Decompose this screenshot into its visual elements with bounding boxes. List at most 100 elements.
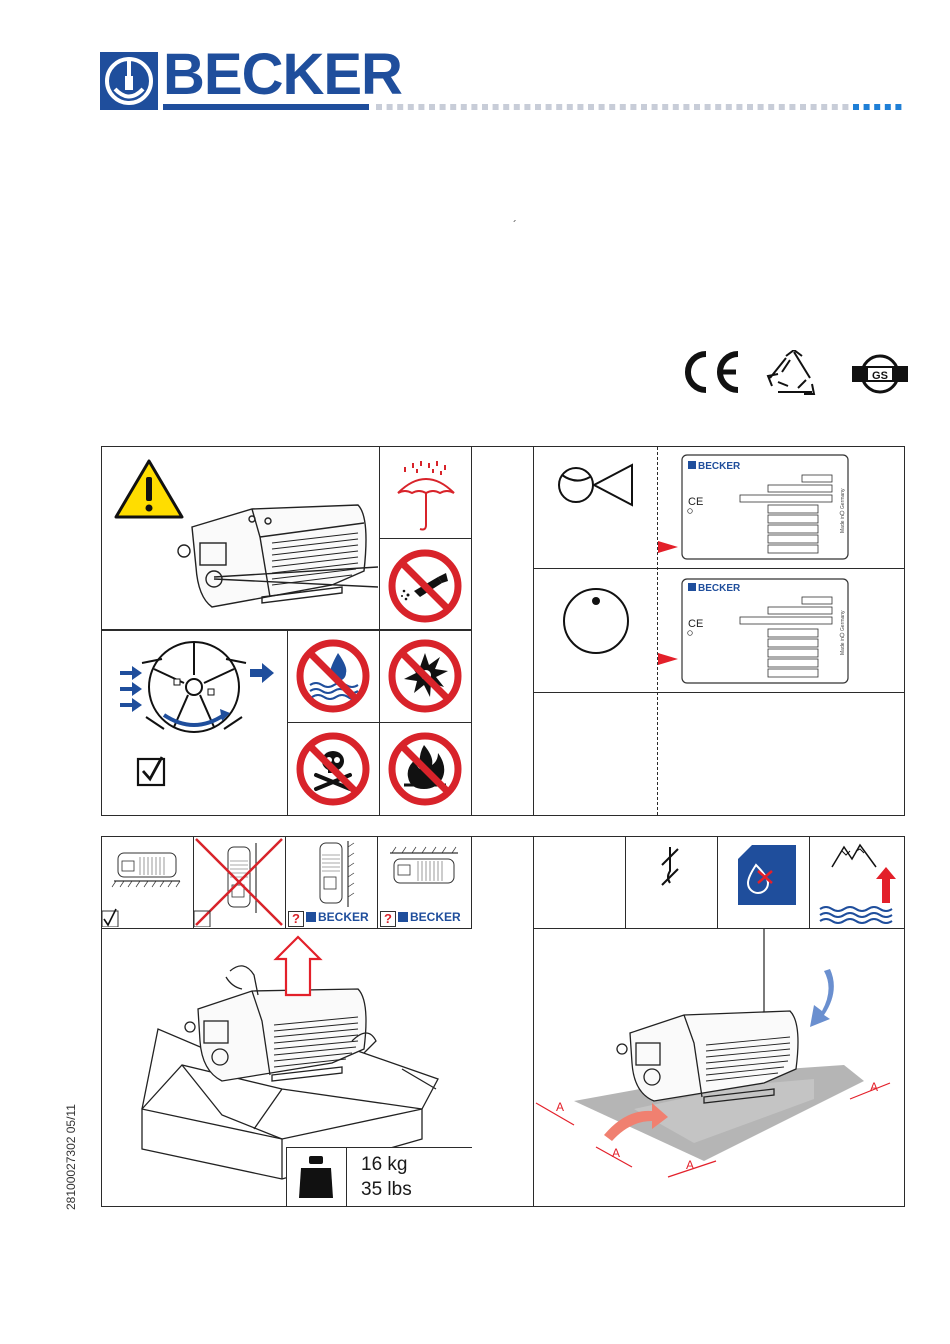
vacuum-pump-symbol-icon	[534, 447, 658, 569]
rule-dot	[821, 104, 827, 110]
becker-logo-icon	[100, 52, 158, 110]
rule-dot	[673, 104, 679, 110]
rotor-flow-diagram	[102, 631, 286, 815]
stray-mark: ´	[513, 218, 517, 232]
rule-dot	[768, 104, 774, 110]
no-explosives-cell	[380, 631, 472, 723]
brand-name: BECKER	[163, 44, 402, 106]
rule-dot	[609, 104, 615, 110]
rule-dot	[779, 104, 785, 110]
rule-dot	[482, 104, 488, 110]
lift-arrow-icon	[276, 937, 320, 995]
no-open-flame-icon	[380, 723, 470, 813]
weight-kg: 16 kg	[361, 1152, 412, 1177]
weight-icon	[287, 1148, 345, 1206]
rule-dot	[652, 104, 658, 110]
nameplate-2: BECKER CE Made in Germany	[658, 569, 904, 693]
rule-dot	[397, 104, 403, 110]
rule-dot	[546, 104, 552, 110]
rule-dot	[620, 104, 626, 110]
checkmark-icon	[102, 909, 118, 927]
rule-dot	[736, 104, 742, 110]
altitude-cell	[810, 837, 904, 929]
rule-dot	[864, 104, 870, 110]
nameplate-1-brand: BECKER	[698, 461, 741, 472]
umbrella-icon	[380, 447, 470, 537]
weight-icon-cell	[287, 1148, 347, 1206]
nameplate-1: BECKER CE Made in Germany	[658, 447, 904, 569]
rule-dot	[694, 104, 700, 110]
nameplate-2-ce: CE	[688, 618, 703, 630]
question-box: ?	[380, 911, 396, 927]
document-code: 28100027302 05/11	[64, 1104, 78, 1210]
rule-dot	[662, 104, 668, 110]
consult-brand: BECKER	[318, 910, 369, 924]
nameplate-2-brand: BECKER	[698, 583, 741, 594]
rule-dot	[630, 104, 636, 110]
consult-brand: BECKER	[410, 910, 461, 924]
clearance-label-a: A	[686, 1158, 694, 1172]
nameplate-2-made-in: Made in	[840, 637, 846, 655]
rule-dot	[524, 104, 530, 110]
rule-dot	[800, 104, 806, 110]
clearance-label-a: A	[870, 1080, 878, 1094]
rotation-symbol-cell	[534, 569, 658, 693]
ce-mark-icon	[680, 348, 744, 396]
rule-dot	[503, 104, 509, 110]
rule-dot	[461, 104, 467, 110]
header-dotted-rule	[376, 104, 906, 110]
no-liquids-cell	[288, 631, 380, 723]
temperature-cell	[626, 837, 718, 929]
gs-mark-label: GS	[872, 370, 888, 382]
rule-dot	[758, 104, 764, 110]
vacuum-pump-illustration	[178, 505, 378, 607]
rule-dot	[874, 104, 880, 110]
nameplate-2-germany: Germany	[840, 610, 846, 631]
gs-mark-icon: GS	[852, 352, 908, 396]
rule-dot	[514, 104, 520, 110]
rule-dot	[726, 104, 732, 110]
rule-dot	[429, 104, 435, 110]
becker-mini-logo-icon	[306, 912, 316, 922]
rule-dot	[493, 104, 499, 110]
question-mark: ?	[292, 911, 300, 926]
red-pointer-icon	[658, 541, 678, 553]
rule-dot	[556, 104, 562, 110]
no-fire-cell	[380, 723, 472, 815]
panel-installation: ? BECKER ? BECKER	[101, 836, 905, 1207]
air-inlet-arrow-icon	[810, 969, 834, 1027]
checkbox-checked-icon	[138, 757, 164, 785]
rule-dot	[450, 104, 456, 110]
rule-dot	[747, 104, 753, 110]
clearance-illustration: A A A A	[534, 929, 904, 1206]
rule-dot	[895, 104, 901, 110]
rule-dot	[577, 104, 583, 110]
weight-lbs: 35 lbs	[361, 1177, 412, 1202]
rule-dot	[853, 104, 859, 110]
rotor-diagram-cell	[102, 631, 288, 815]
rule-dot	[599, 104, 605, 110]
no-explosives-icon	[380, 631, 470, 721]
rule-dot	[705, 104, 711, 110]
pump-symbol-cell	[534, 447, 658, 569]
blank-right-cell	[534, 693, 658, 815]
becker-mini-logo-icon	[398, 912, 408, 922]
rule-dot	[535, 104, 541, 110]
no-toxic-cell	[288, 723, 380, 815]
orientation-horizontal-ok	[102, 837, 194, 929]
keep-dry-cell	[380, 447, 472, 539]
blank-column	[472, 447, 534, 815]
rule-dot	[641, 104, 647, 110]
rule-dot	[885, 104, 891, 110]
no-spray-cell	[380, 539, 472, 631]
rule-dot	[811, 104, 817, 110]
nameplate-1-ce: CE	[688, 496, 703, 508]
rule-dot	[408, 104, 414, 110]
question-mark: ?	[384, 911, 392, 926]
blank-column	[472, 837, 534, 1206]
temperature-range-icon	[626, 837, 716, 927]
question-box: ?	[288, 911, 304, 927]
clearance-label-a: A	[612, 1146, 620, 1160]
no-spray-icon	[380, 539, 470, 629]
nameplate-1-germany: Germany	[840, 488, 846, 509]
